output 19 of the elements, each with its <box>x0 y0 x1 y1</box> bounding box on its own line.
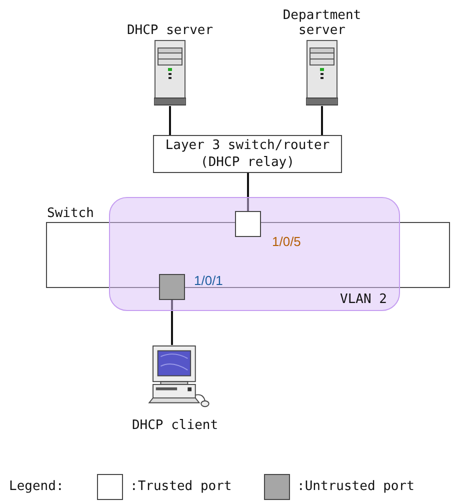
port-number: 1/0/1 <box>194 272 223 290</box>
connection-line <box>247 173 249 211</box>
connection-line <box>169 106 171 135</box>
port-square <box>159 274 185 300</box>
node-label: DHCP server <box>126 23 214 38</box>
node-label: Department server <box>282 8 362 38</box>
connection-line <box>321 106 323 135</box>
legend-label: :Untrusted port <box>297 478 416 496</box>
legend-title: Legend: <box>9 478 65 496</box>
legend-label: :Trusted port <box>130 478 233 496</box>
router-box <box>153 135 342 173</box>
port-square <box>235 211 261 237</box>
node-label: Layer 3 switch/router (DHCP relay) <box>164 137 331 171</box>
node-label: VLAN 2 <box>340 290 387 308</box>
node-label: DHCP client <box>132 416 218 434</box>
port-number: 1/0/5 <box>272 233 301 251</box>
node-label: Switch <box>47 206 94 221</box>
connection-line <box>171 300 173 345</box>
vlan-area <box>109 197 400 311</box>
